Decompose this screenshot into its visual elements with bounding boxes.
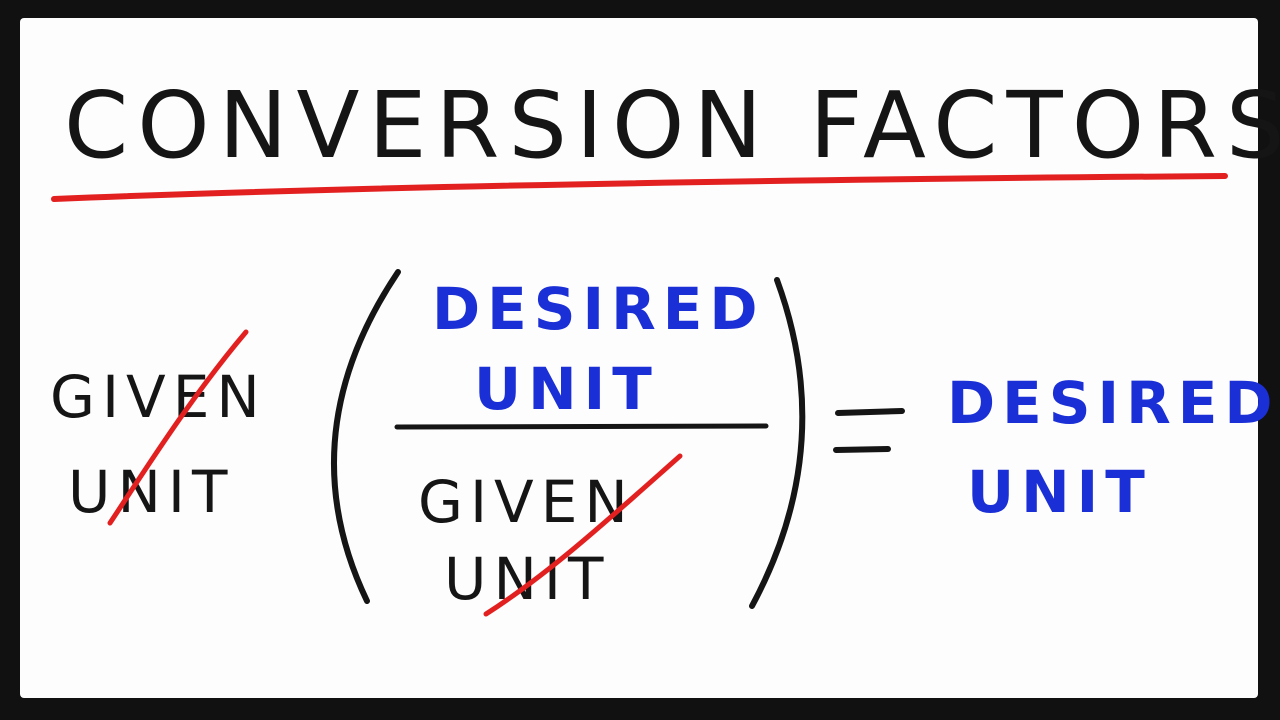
result-desired-line1: DESIRED — [947, 369, 1280, 437]
left-parenthesis — [331, 269, 401, 604]
numerator-desired-line1: DESIRED — [432, 275, 765, 343]
denominator-given-line1: GIVEN — [418, 468, 635, 536]
fraction-bar — [394, 423, 769, 430]
equals-bottom — [833, 446, 891, 453]
given-unit-line1: GIVEN — [50, 363, 267, 431]
numerator-desired-line2: UNIT — [474, 355, 659, 423]
equals-top — [835, 408, 905, 416]
given-unit-line2: UNIT — [68, 458, 235, 526]
denominator-given-line2: UNIT — [444, 545, 611, 613]
result-desired-line2: UNIT — [967, 458, 1152, 526]
title-underline — [51, 173, 1228, 202]
page-title: CONVERSION FACTORS — [64, 72, 1280, 179]
whiteboard: CONVERSION FACTORS GIVEN UNIT DESIRED UN… — [20, 18, 1280, 698]
